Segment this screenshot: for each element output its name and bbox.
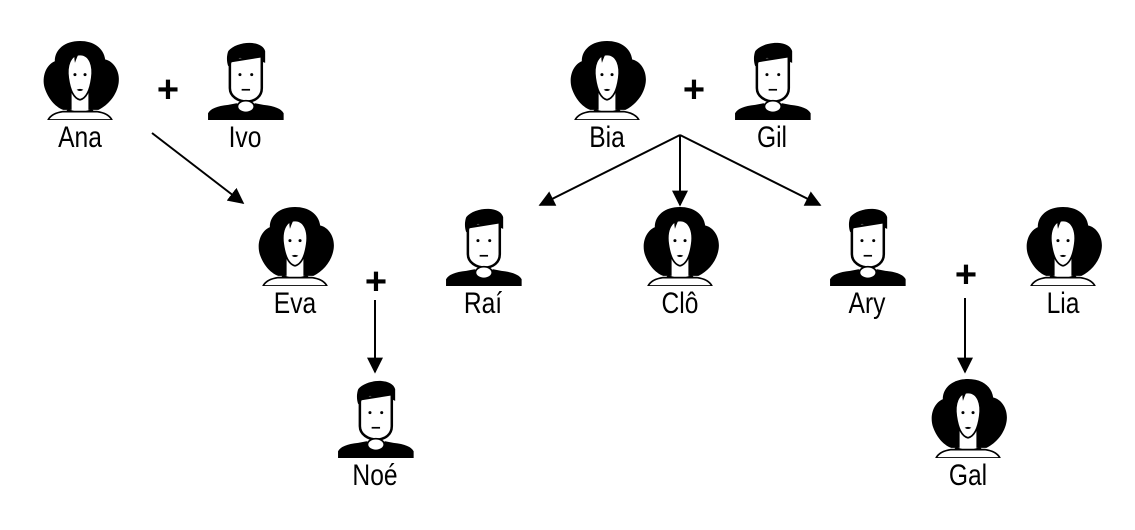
person-bia: Bia <box>557 36 657 166</box>
person-name: Ary <box>848 287 886 320</box>
person-name: Ivo <box>228 121 262 154</box>
person-ary: Ary <box>817 202 917 332</box>
person-gal: Gal <box>918 374 1018 504</box>
person-name: Ana <box>58 121 102 154</box>
person-name: Noé <box>352 459 398 492</box>
person-name: Raí <box>463 287 503 320</box>
man-portrait-icon <box>825 202 909 286</box>
arrow-ana-to-eva <box>151 132 245 204</box>
person-name: Gal <box>948 459 988 492</box>
woman-portrait-icon <box>638 202 722 286</box>
man-portrait-icon <box>441 202 525 286</box>
person-noe: Noé <box>325 374 425 504</box>
man-portrait-icon <box>203 36 287 120</box>
woman-portrait-icon <box>1021 202 1105 286</box>
person-gil: Gil <box>722 36 822 166</box>
person-eva: Eva <box>245 202 345 332</box>
couple-plus-ary-lia: + <box>954 254 978 296</box>
couple-plus-bia-gil: + <box>682 69 706 111</box>
woman-portrait-icon <box>38 36 122 120</box>
man-portrait-icon <box>333 374 417 458</box>
couple-plus-eva-rai: + <box>364 261 388 303</box>
woman-portrait-icon <box>926 374 1010 458</box>
person-name: Gil <box>756 121 788 154</box>
person-ivo: Ivo <box>195 36 295 166</box>
arrow-bia-gil-to-rai <box>538 134 681 206</box>
person-ana: Ana <box>30 36 130 166</box>
person-lia: Lia <box>1013 202 1113 332</box>
person-name: Eva <box>273 287 317 320</box>
person-name: Clô <box>661 287 699 320</box>
person-clo: Clô <box>630 202 730 332</box>
arrow-bia-gil-to-ary <box>679 134 822 206</box>
man-portrait-icon <box>730 36 814 120</box>
woman-portrait-icon <box>253 202 337 286</box>
person-name: Bia <box>589 121 625 154</box>
person-name: Lia <box>1046 287 1080 320</box>
woman-portrait-icon <box>565 36 649 120</box>
person-rai: Raí <box>433 202 533 332</box>
couple-plus-ana-ivo: + <box>156 69 180 111</box>
